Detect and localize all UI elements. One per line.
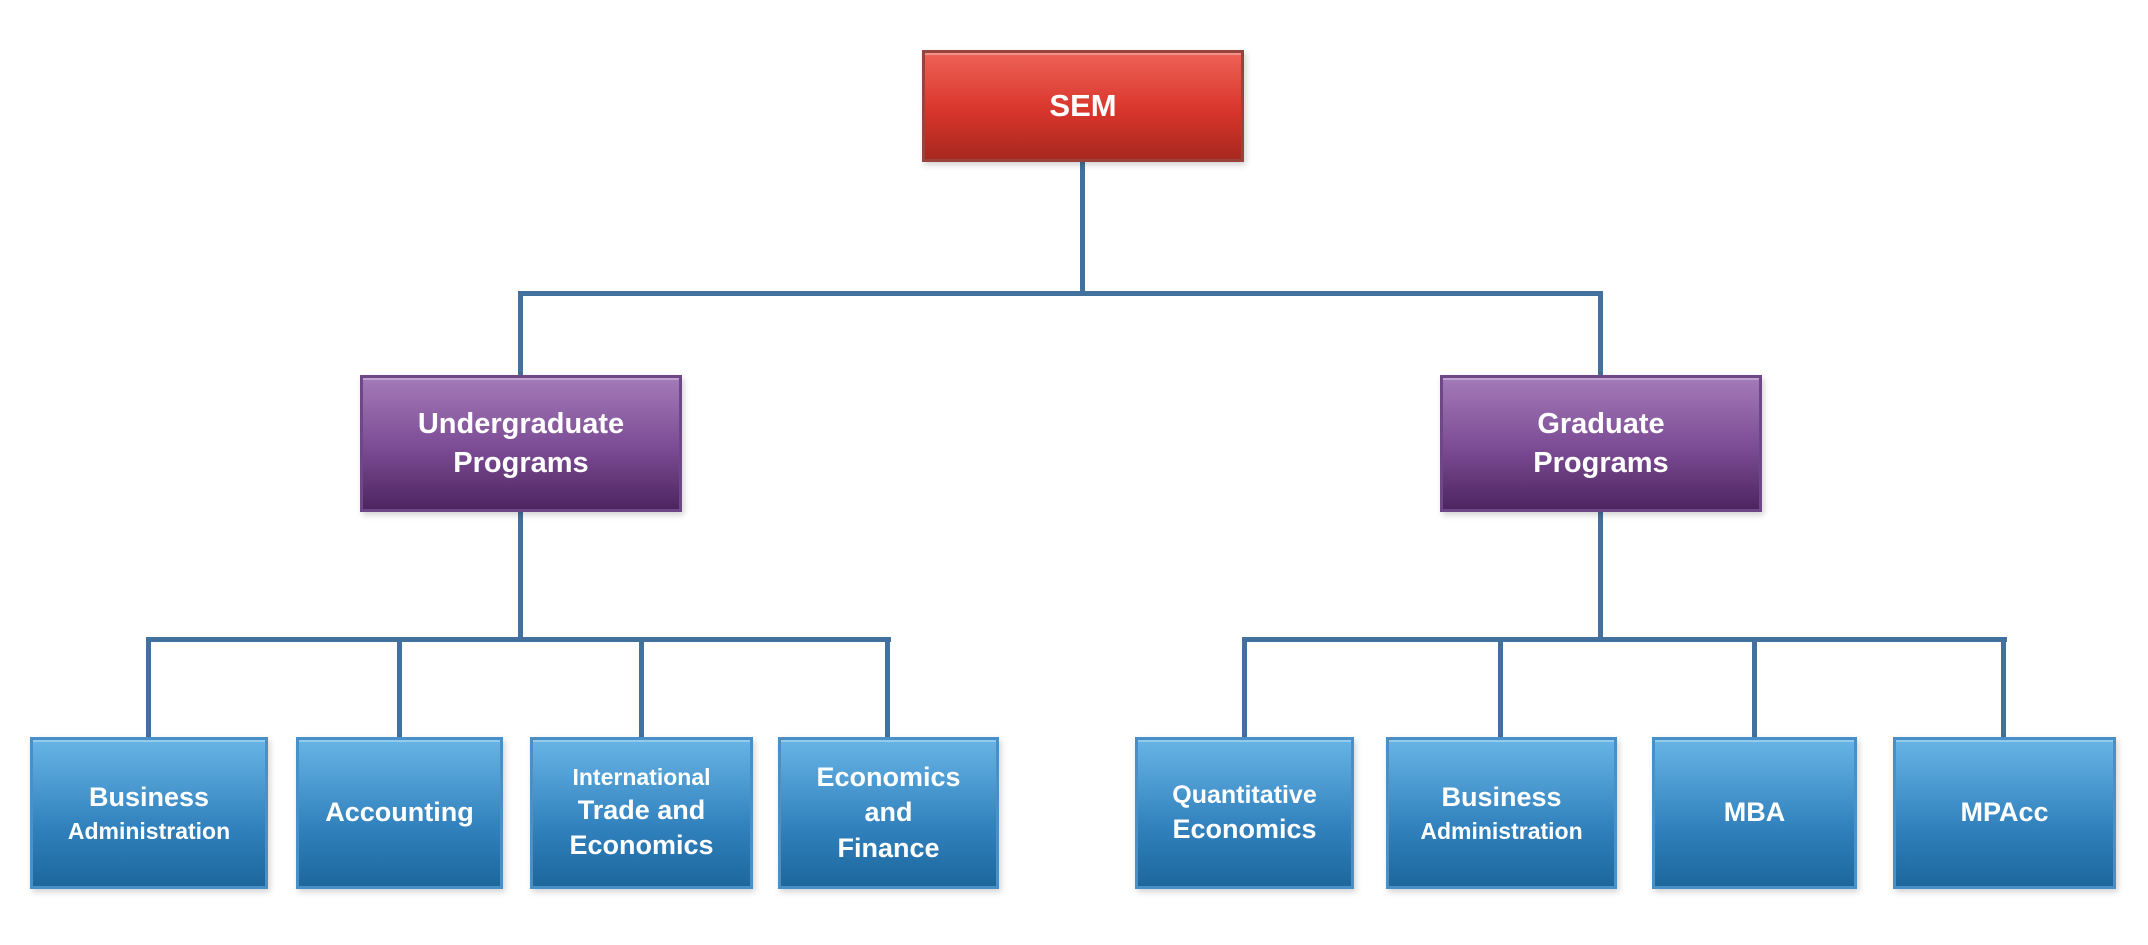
connector-leaf-stem-international-trade <box>639 637 644 739</box>
connector-graduate-bar <box>1242 637 2007 642</box>
node-label-line: Undergraduate <box>417 408 625 441</box>
node-sem: SEM <box>922 50 1244 162</box>
node-label-line: Economics <box>816 761 961 792</box>
connector-leaf-stem-accounting <box>397 637 402 739</box>
connector-undergraduate-bar <box>146 637 891 642</box>
connector-graduate-stem-top <box>1598 291 1603 377</box>
node-label-line: Programs <box>453 446 589 479</box>
node-mba: MBA <box>1652 737 1857 889</box>
node-label-line: International <box>572 764 711 791</box>
node-label-line: Economics <box>569 830 714 861</box>
node-quantitative-economics: Quantitative Economics <box>1135 737 1354 889</box>
node-label-line: Quantitative <box>1172 780 1317 809</box>
node-label-line: Finance <box>837 832 940 863</box>
node-label: SEM <box>1049 87 1117 123</box>
connector-root-stem <box>1080 160 1085 296</box>
connector-leaf-stem-business-admin-grad <box>1498 637 1503 739</box>
node-business-administration-ug: Business Administration <box>30 737 268 889</box>
connector-undergraduate-stem-top <box>518 291 523 377</box>
node-label-line: Business <box>88 782 210 812</box>
node-undergraduate-programs: Undergraduate Programs <box>360 375 682 512</box>
node-business-administration-grad: Business Administration <box>1386 737 1617 889</box>
node-label-line: and <box>864 797 913 828</box>
node-label-line: Administration <box>1420 817 1583 844</box>
connector-graduate-stem-bottom <box>1598 510 1603 642</box>
connector-leaf-stem-quantitative-economics <box>1242 637 1247 739</box>
connector-leaf-stem-mba <box>1752 637 1757 739</box>
node-international-trade-and-economics: International Trade and Economics <box>530 737 753 889</box>
node-label-line: MBA <box>1723 797 1786 828</box>
connector-top-bar <box>518 291 1603 296</box>
connector-leaf-stem-economics-finance <box>885 637 890 739</box>
connector-leaf-stem-business-admin-ug <box>146 637 151 739</box>
node-graduate-programs: Graduate Programs <box>1440 375 1762 512</box>
node-label-line: Graduate <box>1537 408 1665 441</box>
connector-undergraduate-stem-bottom <box>518 510 523 642</box>
connector-leaf-stem-mpacc <box>2001 637 2006 739</box>
node-label-line: Business <box>1441 782 1562 812</box>
node-label-line: Programs <box>1533 446 1669 479</box>
node-label-line: Economics <box>1172 813 1317 844</box>
node-mpacc: MPAcc <box>1893 737 2116 889</box>
node-label-line: Accounting <box>325 797 474 828</box>
node-economics-and-finance: Economics and Finance <box>778 737 999 889</box>
node-label-line: Administration <box>67 817 231 844</box>
node-accounting: Accounting <box>296 737 503 889</box>
node-label-line: Trade and <box>577 794 706 825</box>
node-label-line: MPAcc <box>1960 797 2049 828</box>
